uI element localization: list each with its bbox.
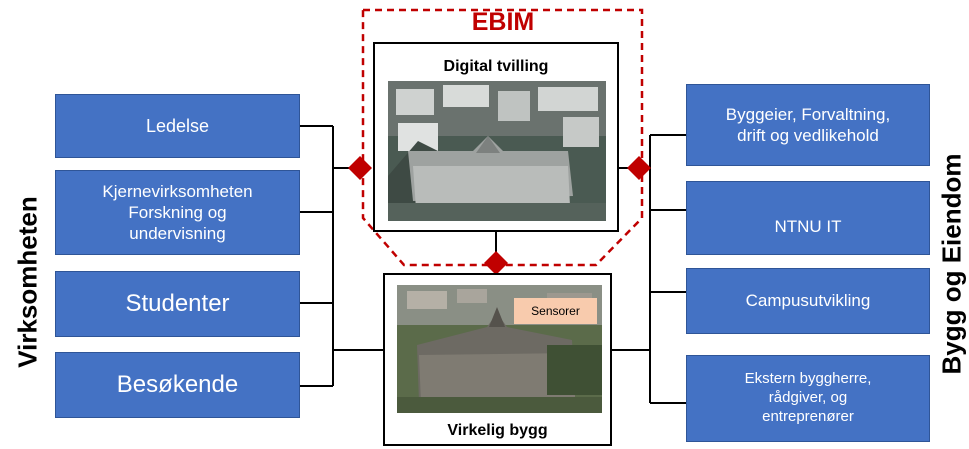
real-building-title: Virkelig bygg bbox=[447, 422, 548, 439]
right-box-ekstern: Ekstern byggherre, rådgiver, og entrepre… bbox=[686, 355, 930, 442]
left-box-label: Ledelse bbox=[145, 115, 210, 136]
right-box-campusutvikling: Campusutvikling bbox=[686, 268, 930, 334]
digital-twin-image bbox=[388, 81, 606, 221]
left-box-kjernevirksomheten: Kjernevirksomheten Forskning og undervis… bbox=[55, 170, 300, 255]
right-box-label: Byggeier, Forvaltning, drift og vedlikeh… bbox=[725, 104, 891, 145]
left-box-studenter: Studenter bbox=[55, 271, 300, 337]
digital-twin-title: Digital tvilling bbox=[443, 58, 549, 75]
sensor-label: Sensorer bbox=[514, 298, 597, 324]
right-box-ntnu-it: NTNU IT bbox=[686, 181, 930, 255]
left-side-label: Virksomheten bbox=[12, 196, 43, 368]
left-box-label: Kjernevirksomheten Forskning og undervis… bbox=[102, 181, 253, 244]
left-box-label: Studenter bbox=[125, 290, 230, 317]
right-box-byggeier: Byggeier, Forvaltning, drift og vedlikeh… bbox=[686, 84, 930, 166]
right-box-label: Campusutvikling bbox=[745, 291, 871, 311]
right-side-label: Bygg og Eiendom bbox=[936, 153, 967, 375]
left-box-ledelse: Ledelse bbox=[55, 94, 300, 158]
diamond-connector-icon bbox=[627, 156, 651, 180]
diamond-connector-icon bbox=[484, 251, 508, 275]
ebim-boundary bbox=[361, 8, 644, 267]
digital-twin-frame: Digital tvilling bbox=[373, 42, 619, 232]
right-box-label: Ekstern byggherre, rådgiver, og entrepre… bbox=[744, 370, 872, 425]
real-building-frame: Virkelig bygg bbox=[383, 273, 612, 446]
right-box-label: NTNU IT bbox=[774, 217, 842, 237]
left-box-besokende: Besøkende bbox=[55, 352, 300, 418]
left-box-label: Besøkende bbox=[116, 371, 239, 398]
real-building-image bbox=[397, 285, 602, 413]
ebim-title: EBIM bbox=[471, 8, 535, 36]
diamond-connector-icon bbox=[348, 156, 372, 180]
